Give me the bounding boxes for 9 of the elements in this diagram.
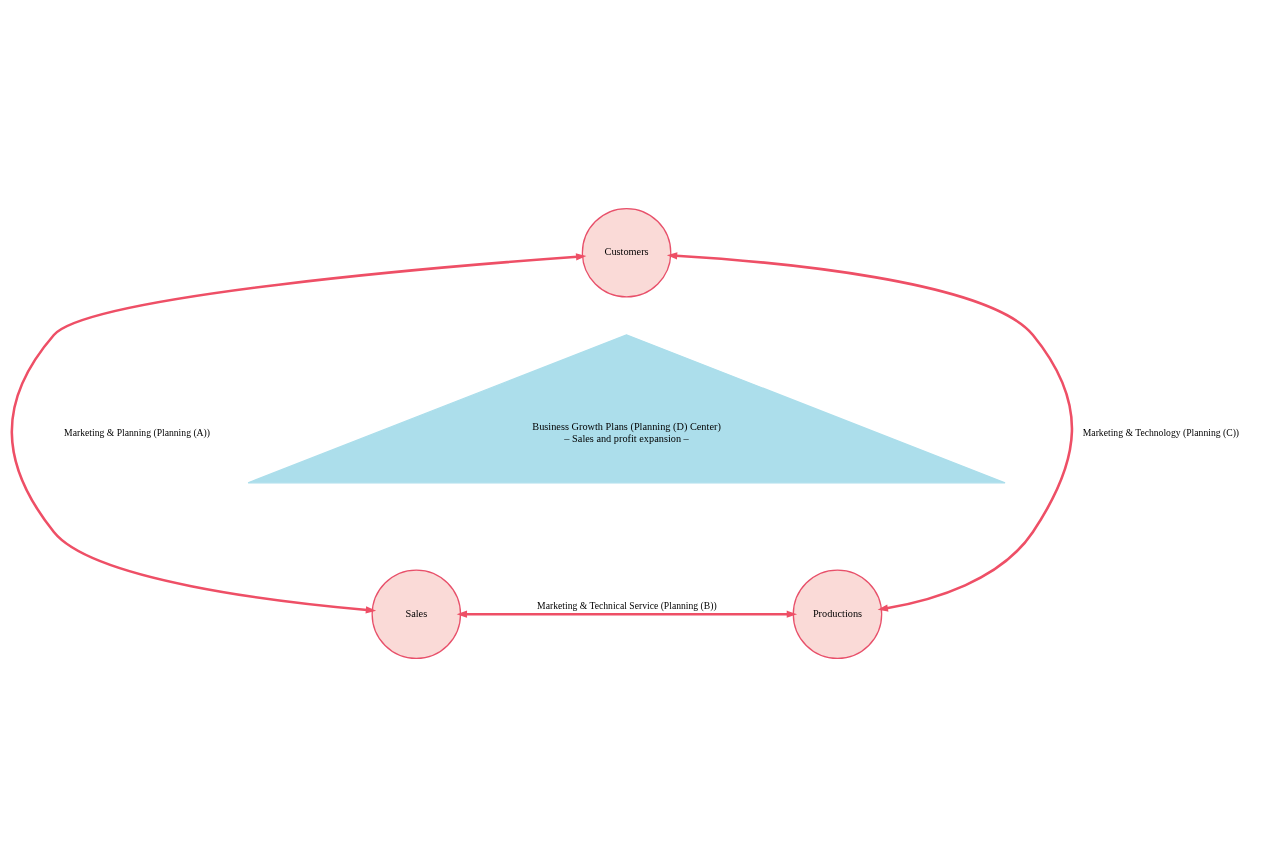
arrow: [456, 610, 798, 618]
node-circle: Customers: [581, 207, 672, 298]
node-circle: Sales: [371, 568, 462, 659]
edge-label: Marketing & Technology (Planning (C)): [1082, 426, 1240, 438]
node-circle: Productions: [792, 568, 883, 659]
arrow: [666, 251, 1074, 612]
edge-label: Marketing & Planning (Planning (A)): [64, 426, 211, 438]
arrow: [10, 252, 587, 613]
edge-label: Marketing & Technical Service (Planning (B)): [537, 599, 717, 611]
